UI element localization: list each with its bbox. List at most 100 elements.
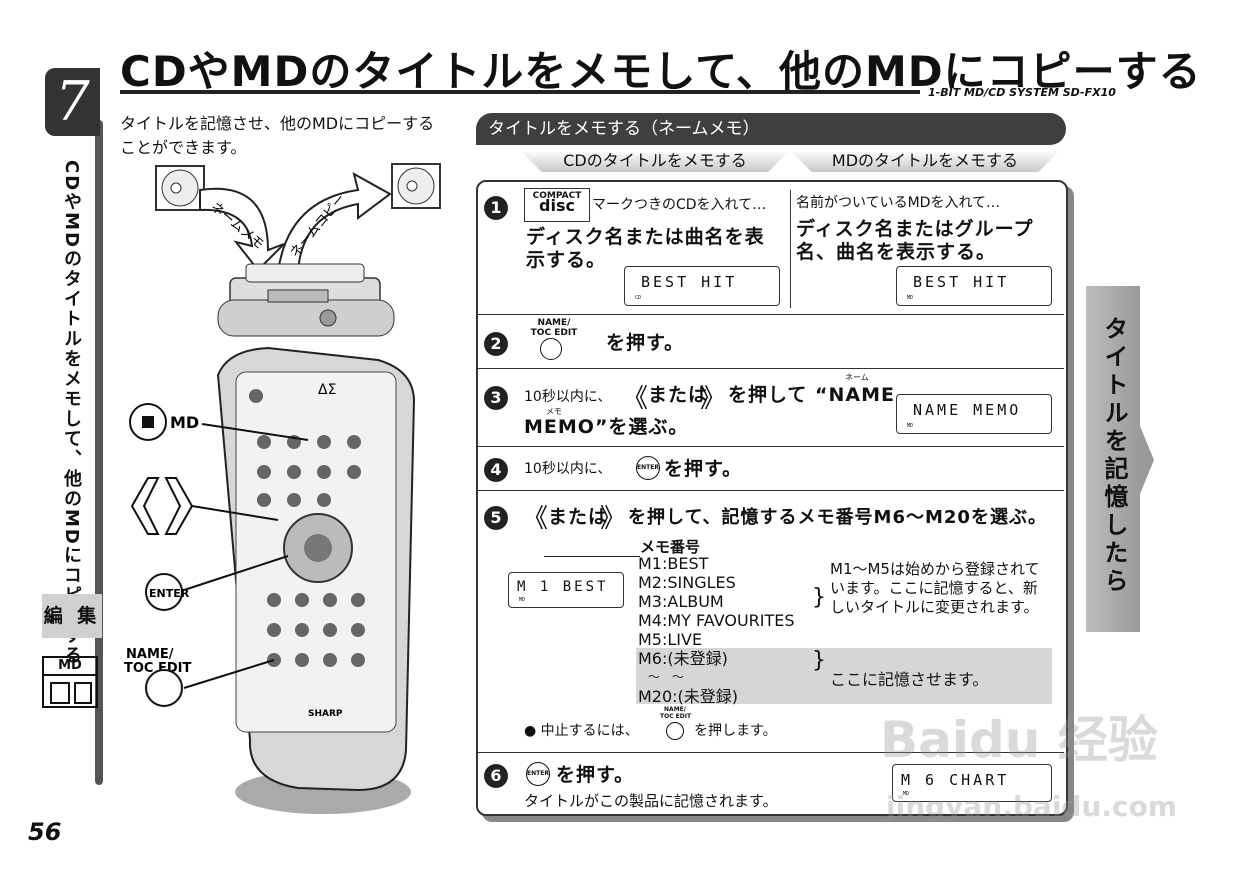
left-skip-icon-5: 《 [522,504,549,534]
right-skip-icon-5: 》 [600,504,627,534]
cancel-key-label: NAME/ TOC EDIT [660,706,692,720]
step-4-prefix: 10秒以内に、 [524,461,612,477]
enter-button-icon: ENTER [636,456,660,480]
step-1-md-action: ディスク名またはグループ名、曲名を表示する。 [796,218,1034,263]
name-toc-button-icon [540,338,562,360]
step-3-number: 3 [484,386,508,410]
list-item: M1:BEST [638,554,709,573]
step-5-display: M 1 BEST MD [508,572,624,608]
step-5-display-text: M 1 BEST [517,579,609,595]
cancel-prefix: ● 中止するには、 [524,723,639,739]
md-icon-label: MD [44,658,96,676]
step-4-text: を押す。 [664,458,743,480]
name-toc-callout [145,669,183,707]
step-6-display-text: M 6 CHART [901,771,1010,789]
step-3-prefix: 10秒以内に、 [524,389,612,405]
step-3-display-sub: MD [907,423,914,429]
free-note: ここに記憶させます。 [830,670,989,689]
left-skip-callout [130,477,160,535]
step-3-display-text: NAME MEMO [913,401,1022,419]
callout-name-label: NAME/ [126,647,174,662]
step-6-number: 6 [484,764,508,788]
step-2-text: を押す。 [606,332,685,354]
watermark-logo: Baidu 经验 [880,711,1158,769]
step-6-text: を押す。 [556,764,635,786]
tab-arrow-icon [1140,426,1154,494]
cd-disc-icon [155,165,205,211]
chapter-vertical-label: CDやMDのタイトルをメモして、他のMDにコピーする [61,160,82,666]
left-margin-bar [95,120,103,785]
step-3-text-2: MEMO”を選ぶ。 [524,416,689,438]
step-5-text: を押して、記憶するメモ番号M6〜M20を選ぶ。 [628,507,1047,528]
next-section-label: タイトルを記憶したら [1100,316,1128,596]
list-item: M4:MY FAVOURITES [638,611,795,630]
step-5-display-sub: MD [519,597,526,603]
intro-text: タイトルを記憶させ、他のMDにコピーすることができます。 [120,114,435,157]
step-1-md-display-text: BEST HIT [913,273,1010,291]
preset-note: M1〜M5は始めから登録されています。ここに記憶すると、新しいタイトルに変更され… [830,560,1040,616]
step-3-text: を押して “NAME [728,384,896,406]
page-title: CDやMDのタイトルをメモして、他のMDにコピーする [120,47,1202,96]
cancel-suffix: を押します。 [694,723,777,739]
step-5-number: 5 [484,506,508,530]
step-1-md-display: BEST HIT MD [896,266,1052,306]
chapter-number-tab: 7 [45,68,100,136]
step-3-or: または [648,384,709,406]
step-1-md-display-sub: MD [907,295,914,301]
right-skip-callout [164,477,194,535]
next-section-tab: タイトルを記憶したら [1086,286,1154,632]
list-item: M3:ALBUM [638,592,724,611]
step-1-divider [790,190,791,308]
list-item: M2:SINGLES [638,573,736,592]
illustration-panel: ネームメモ ネームコピー ΔΣ SHARP MD [124,163,441,814]
step-1-cd-instruction: マークつきのCDを入れて… [592,197,767,213]
callout-md-label: MD [170,413,199,432]
brace-1: } [812,585,826,610]
step-4-number: 4 [484,458,508,482]
list-item: M5:LIVE [638,630,703,649]
preset-list: M1:BEST M2:SINGLES M3:ALBUM M4:MY FAVOUR… [638,554,795,706]
step-1-cd-display: BEST HIT CD [624,266,780,306]
step-1-cd-action: ディスク名または曲名を表示する。 [526,226,765,271]
list-item: 〜 〜 [648,670,685,684]
watermark-url: jingyan.baidu.com [886,790,1178,823]
column-header-md: MDのタイトルをメモする [790,150,1060,172]
model-label: 1-BIT MD/CD SYSTEM SD-FX10 [928,86,1116,99]
remote-control: ΔΣ SHARP [216,346,416,814]
step-6-sub: タイトルがこの製品に記憶されます。 [524,792,778,810]
name-toc-button-icon-small [666,722,684,740]
step-2-key-label: NAME/ TOC EDIT [530,318,578,338]
unregistered-band [636,648,1052,704]
list-item: M6:(未登録) [638,649,728,668]
name-copy-arrow [276,172,392,273]
step-1-number: 1 [484,196,508,220]
column-header-cd: CDのタイトルをメモする [520,150,790,172]
step-6-display: M 6 CHART MD [892,764,1052,802]
enter-callout [145,573,183,611]
md-device-icon: MD [42,656,98,708]
stereo-unit [217,263,395,337]
step-3-display: NAME MEMO MD [896,394,1052,434]
right-skip-icon: 》 [700,384,727,414]
page-number: 56 [28,818,62,846]
md-disc-icon [391,163,441,209]
svg-text:ENTER: ENTER [149,587,190,600]
ruby-name: ネーム [845,373,869,382]
brace-2: } [812,648,826,673]
section-header: タイトルをメモする（ネームメモ） [476,113,1066,145]
svg-text:ΔΣ: ΔΣ [318,382,336,398]
step-2-number: 2 [484,332,508,356]
step-1-cd-display-text: BEST HIT [641,273,738,291]
step-1-md-instruction: 名前がついているMDを入れて… [796,195,1001,211]
enter-button-icon-6: ENTER [526,762,550,786]
section-label-edit: 編 集 [42,594,102,638]
memo-number-heading: メモ番号 [640,538,701,556]
list-item: M20:(未登録) [638,687,739,706]
step-5-or: または [548,506,609,528]
svg-text:SHARP: SHARP [308,709,343,719]
left-skip-icon: 《 [622,384,649,414]
ruby-memo: メモ [546,407,562,416]
step-1-cd-display-sub: CD [635,295,642,301]
step-6-display-sub: MD [903,791,910,797]
